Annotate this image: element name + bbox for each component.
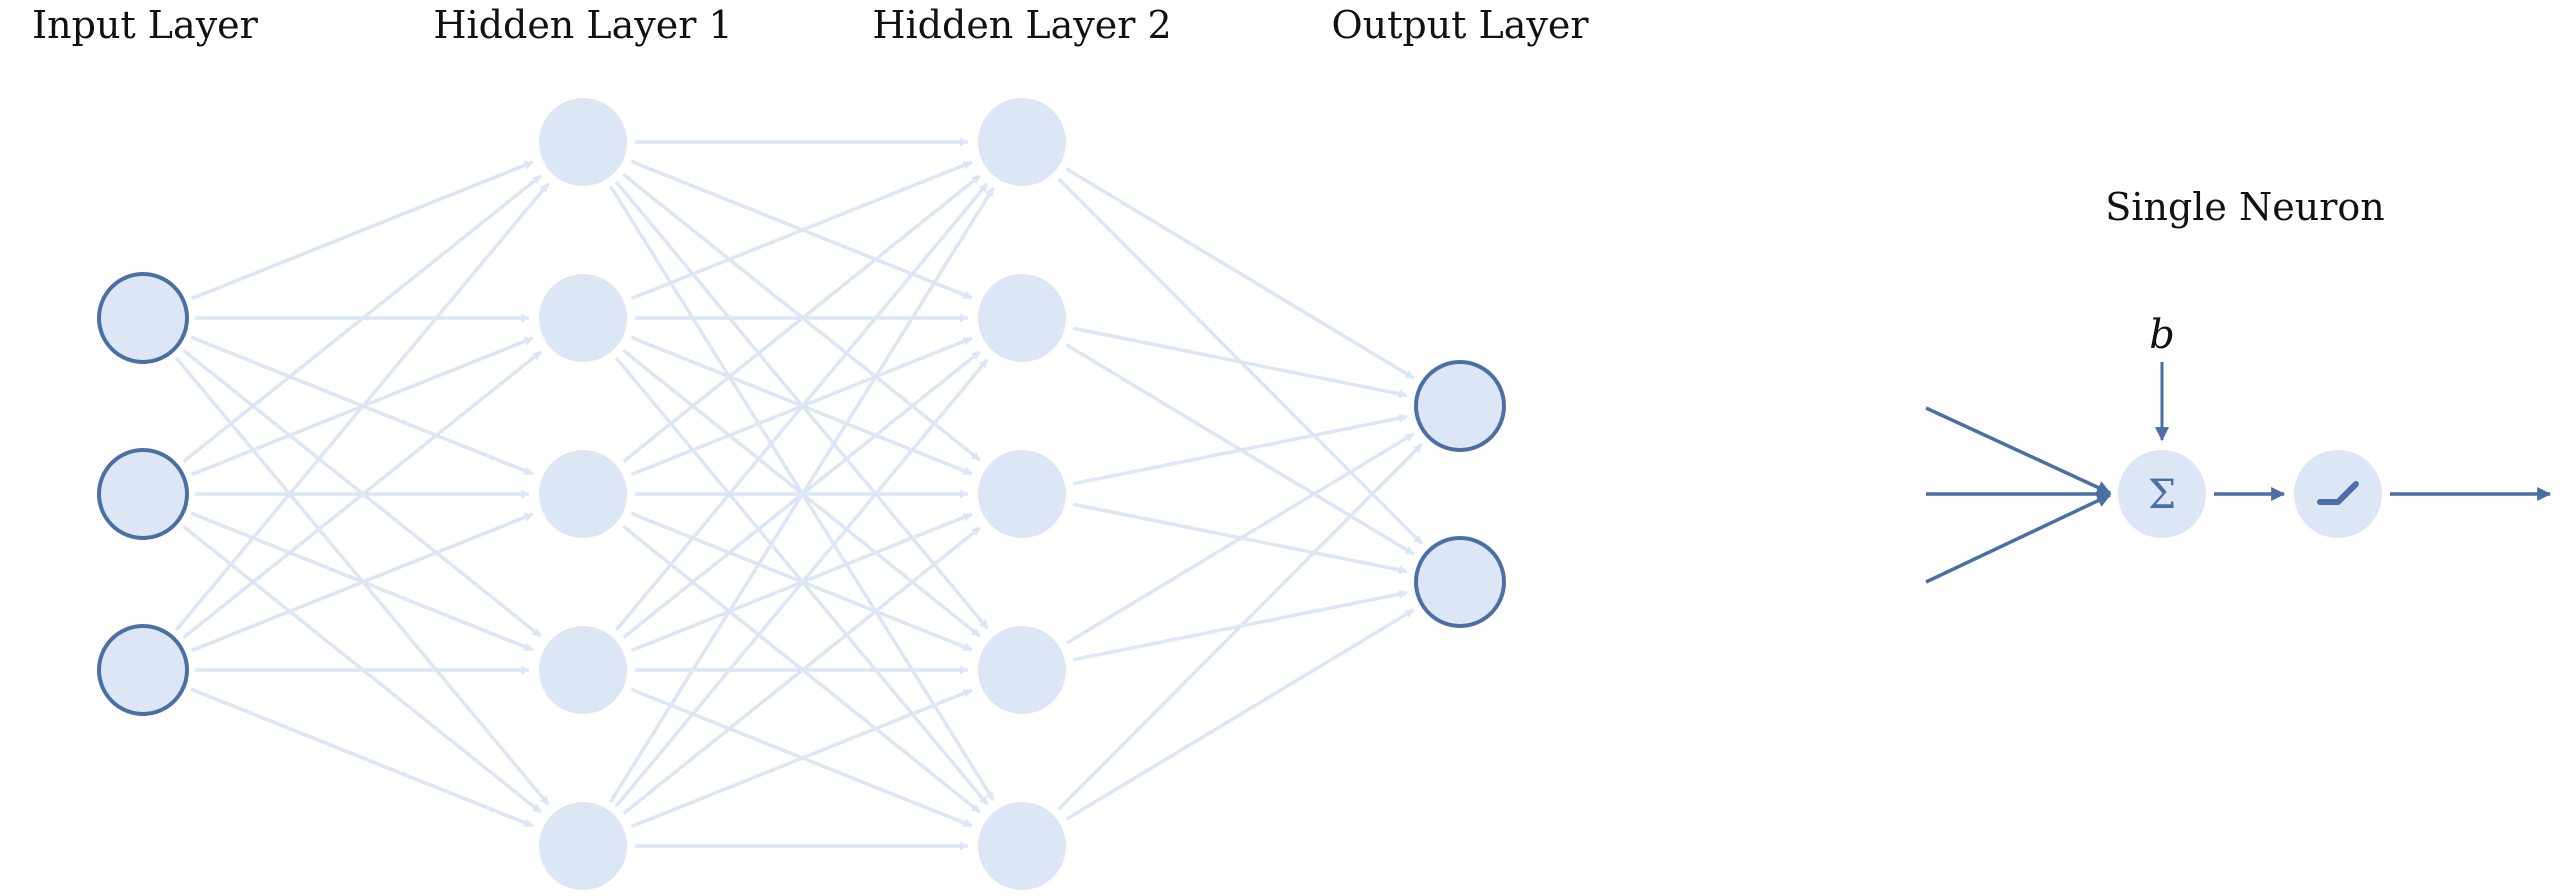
- activation-node: [2294, 450, 2382, 538]
- connection-hidden-1-5-to-hidden-2-2: [614, 358, 989, 808]
- neuron-input-arrow-1: [1925, 406, 2112, 495]
- layer-title-input: Input Layer: [32, 3, 258, 47]
- connection-hidden-2-2-to-output-1: [1072, 326, 1408, 399]
- relu-icon: [2317, 481, 2359, 505]
- neuron-hidden-1-1: [539, 98, 627, 186]
- layer-title-output: Output Layer: [1331, 3, 1589, 47]
- connection-input-3-to-hidden-1-2: [182, 350, 542, 639]
- summation-node: [2118, 450, 2206, 538]
- neuron-output-2: [1414, 536, 1506, 628]
- single-neuron-title: Single Neuron: [2105, 185, 2384, 229]
- neuron-hidden-2-5: [978, 802, 1066, 890]
- neuron-hidden-1-5: [539, 802, 627, 890]
- connection-hidden-1-3-to-hidden-2-1: [622, 174, 981, 463]
- layer-title-hidden-1: Hidden Layer 1: [433, 3, 732, 47]
- bias-label: b: [2149, 312, 2175, 358]
- neuron-hidden-2-1: [978, 98, 1066, 186]
- connection-hidden-1-5-to-hidden-2-3: [622, 526, 981, 815]
- connection-input-2-to-hidden-1-1: [182, 174, 542, 463]
- network-connections: [174, 137, 1424, 851]
- connection-input-3-to-hidden-1-1: [174, 182, 550, 632]
- connection-input-1-to-hidden-1-1: [190, 160, 534, 301]
- neuron-hidden-1-2: [539, 274, 627, 362]
- neuron-input-2: [97, 448, 189, 540]
- connection-hidden-2-1-to-output-1: [1065, 167, 1415, 380]
- connection-hidden-1-5-to-hidden-2-4: [630, 688, 973, 829]
- neuron-hidden-2-4: [978, 626, 1066, 714]
- connection-hidden-2-5-to-output-1: [1057, 443, 1424, 811]
- network-neurons: [97, 98, 1506, 890]
- neuron-input-arrow-3: [1925, 493, 2112, 584]
- neuron-input-3: [97, 624, 189, 716]
- neuron-hidden-2-3: [978, 450, 1066, 538]
- layer-title-hidden-2: Hidden Layer 2: [872, 3, 1171, 47]
- connection-input-3-to-hidden-1-5: [190, 687, 534, 828]
- neuron-output-1: [1414, 360, 1506, 452]
- connection-hidden-1-2-to-hidden-2-1: [630, 160, 973, 301]
- connection-hidden-2-3-to-output-1: [1072, 413, 1408, 486]
- connection-hidden-2-4-to-output-1: [1065, 432, 1415, 645]
- single-neuron-diagram: Single Neuron b Σ: [1925, 185, 2552, 584]
- neuron-hidden-1-4: [539, 626, 627, 714]
- connection-input-3-to-hidden-1-3: [190, 512, 534, 653]
- connection-hidden-1-5-to-hidden-2-1: [609, 186, 995, 803]
- sigma-icon: Σ: [2148, 472, 2176, 518]
- neuron-hidden-2-2: [978, 274, 1066, 362]
- neuron-hidden-1-3: [539, 450, 627, 538]
- connection-hidden-2-5-to-output-2: [1065, 608, 1415, 821]
- connection-hidden-1-4-to-hidden-2-1: [614, 182, 989, 632]
- neuron-input-1: [97, 272, 189, 364]
